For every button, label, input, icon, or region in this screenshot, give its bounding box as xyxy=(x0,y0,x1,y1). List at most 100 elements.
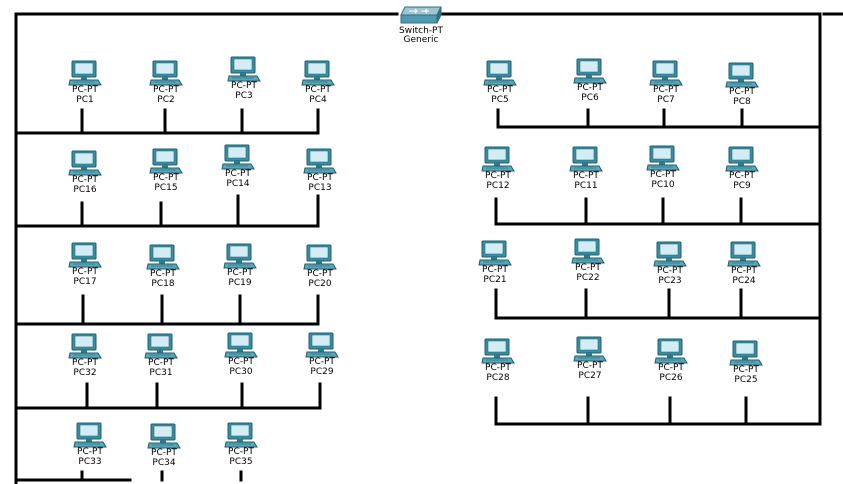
wire-left-row-3 xyxy=(14,294,320,326)
wire-right-row-4 xyxy=(494,396,822,426)
pc-name-label: PC12 xyxy=(486,181,510,191)
pc-icon xyxy=(573,336,607,362)
pc-icon xyxy=(149,60,183,86)
pc-name-label: PC16 xyxy=(73,185,97,195)
pc-icon xyxy=(481,338,515,364)
pc-icon xyxy=(725,62,759,88)
pc-type-label: PC-PT xyxy=(653,85,679,95)
pc-icon xyxy=(221,144,255,170)
pc-type-label: PC-PT xyxy=(148,358,174,368)
wire-right-row-3 xyxy=(494,288,822,320)
pc-icon xyxy=(649,60,683,86)
pc-type-label: PC-PT xyxy=(573,171,599,181)
pc-type-label: PC-PT xyxy=(72,85,98,95)
pc-name-label: PC29 xyxy=(310,367,334,377)
pc-type-label: PC-PT xyxy=(577,361,603,371)
pc-name-label: PC9 xyxy=(733,181,751,191)
pc-icon xyxy=(146,244,180,270)
pc-type-label: PC-PT xyxy=(225,169,251,179)
pc-type-label: PC-PT xyxy=(72,358,98,368)
pc-type-label: PC-PT xyxy=(485,363,511,373)
pc-type-label: PC-PT xyxy=(482,265,508,275)
pc-name-label: PC31 xyxy=(149,368,173,378)
pc-type-label: PC-PT xyxy=(657,266,683,276)
pc-icon xyxy=(303,244,337,270)
pc-type-label: PC-PT xyxy=(307,269,333,279)
pc-icon xyxy=(569,146,603,172)
pc-name-label: PC6 xyxy=(581,93,599,103)
wire-right-row-1 xyxy=(496,108,822,129)
pc-name-label: PC35 xyxy=(229,457,253,467)
pc-name-label: PC22 xyxy=(576,273,600,283)
switch-pt-generic[interactable]: Switch-PT Generic xyxy=(386,3,456,49)
pc-icon xyxy=(224,332,258,358)
pc-icon xyxy=(305,332,339,358)
pc-name-label: PC19 xyxy=(228,278,252,288)
pc-type-label: PC-PT xyxy=(729,87,755,97)
pc-icon xyxy=(73,422,107,448)
pc-icon xyxy=(144,333,178,359)
pc-icon xyxy=(481,146,515,172)
pc-name-label: PC30 xyxy=(229,367,253,377)
pc-type-label: PC-PT xyxy=(577,83,603,93)
pc-type-label: PC-PT xyxy=(307,173,333,183)
pc-name-label: PC20 xyxy=(308,279,332,289)
switch-model-label: Generic xyxy=(403,35,439,45)
pc-name-label: PC27 xyxy=(578,371,602,381)
pc-name-label: PC7 xyxy=(657,95,675,105)
pc-name-label: PC15 xyxy=(154,183,178,193)
pc-name-label: PC8 xyxy=(733,97,751,107)
pc-icon xyxy=(147,423,181,449)
pc-name-label: PC24 xyxy=(732,276,756,286)
pc-type-label: PC-PT xyxy=(72,267,98,277)
pc-icon xyxy=(653,241,687,267)
pc-icon xyxy=(725,146,759,172)
pc-type-label: PC-PT xyxy=(228,447,254,457)
pc-name-label: PC13 xyxy=(308,183,332,193)
pc-name-label: PC21 xyxy=(483,275,507,285)
pc-name-label: PC17 xyxy=(73,277,97,287)
pc-name-label: PC10 xyxy=(651,180,675,190)
pc-name-label: PC32 xyxy=(73,368,97,378)
pc-name-label: PC18 xyxy=(151,279,175,289)
wire-left-row-1 xyxy=(14,108,320,135)
pc-type-label: PC-PT xyxy=(305,85,331,95)
pc-icon xyxy=(573,58,607,84)
